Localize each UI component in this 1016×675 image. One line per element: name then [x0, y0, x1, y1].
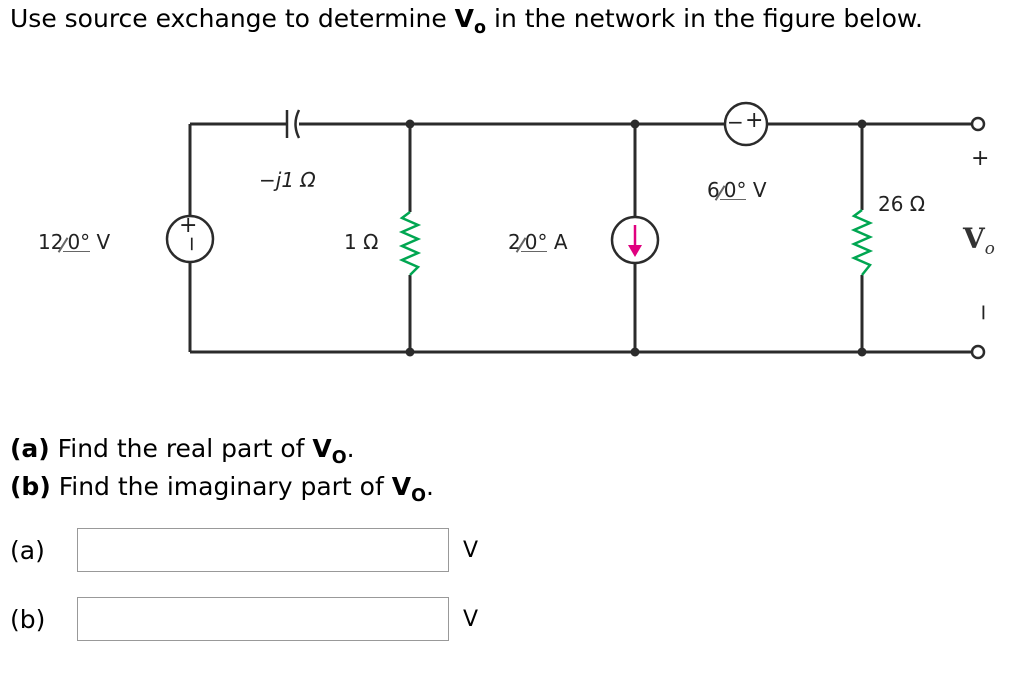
- r2-label: 26 Ω: [878, 192, 926, 216]
- question-var: Vo: [454, 4, 487, 39]
- capacitor-symbol: [285, 109, 301, 139]
- answer-a-unit: V: [463, 537, 479, 563]
- resistor-26ohm: [850, 209, 874, 276]
- question-suffix: in the network in the figure below.: [486, 4, 923, 33]
- question-prefix: Use source exchange to determine: [10, 4, 455, 33]
- answer-a-input[interactable]: [77, 528, 449, 572]
- vs2-minus-sign: −: [727, 110, 744, 134]
- question-text: Use source exchange to determine Vo in t…: [10, 4, 923, 39]
- part-b-text: (b) Find the imaginary part of VO.: [10, 472, 434, 507]
- output-plus-sign: +: [971, 146, 990, 171]
- part-a-text: (a) Find the real part of VO.: [10, 434, 355, 469]
- junction-dots: [405, 119, 867, 357]
- source-plus-sign: +: [179, 213, 198, 238]
- source-minus-sign: −: [180, 235, 205, 253]
- answer-b-input[interactable]: [77, 597, 449, 641]
- output-voltage-label: Vo: [963, 222, 995, 258]
- output-terminals: [970, 116, 986, 360]
- current-source-2a: [610, 215, 660, 265]
- cap-label: −j1 Ω: [259, 168, 316, 192]
- r1-label: 1 Ω: [344, 230, 379, 254]
- voltage-source-6v: [723, 101, 769, 147]
- circuit-diagram: [165, 101, 986, 360]
- question-parts: (a) Find the real part of VO. (b) Find t…: [10, 430, 434, 506]
- voltage-source-12v: [165, 214, 215, 264]
- answer-row-a: (a) V: [10, 528, 478, 572]
- answer-a-label: (a): [10, 535, 45, 565]
- output-minus-sign: −: [970, 303, 996, 322]
- vs2-plus-sign: +: [745, 108, 764, 133]
- resistor-1ohm: [398, 211, 422, 276]
- answer-row-b: (b) V: [10, 597, 478, 641]
- answer-b-unit: V: [463, 606, 479, 632]
- answer-b-label: (b): [10, 604, 46, 634]
